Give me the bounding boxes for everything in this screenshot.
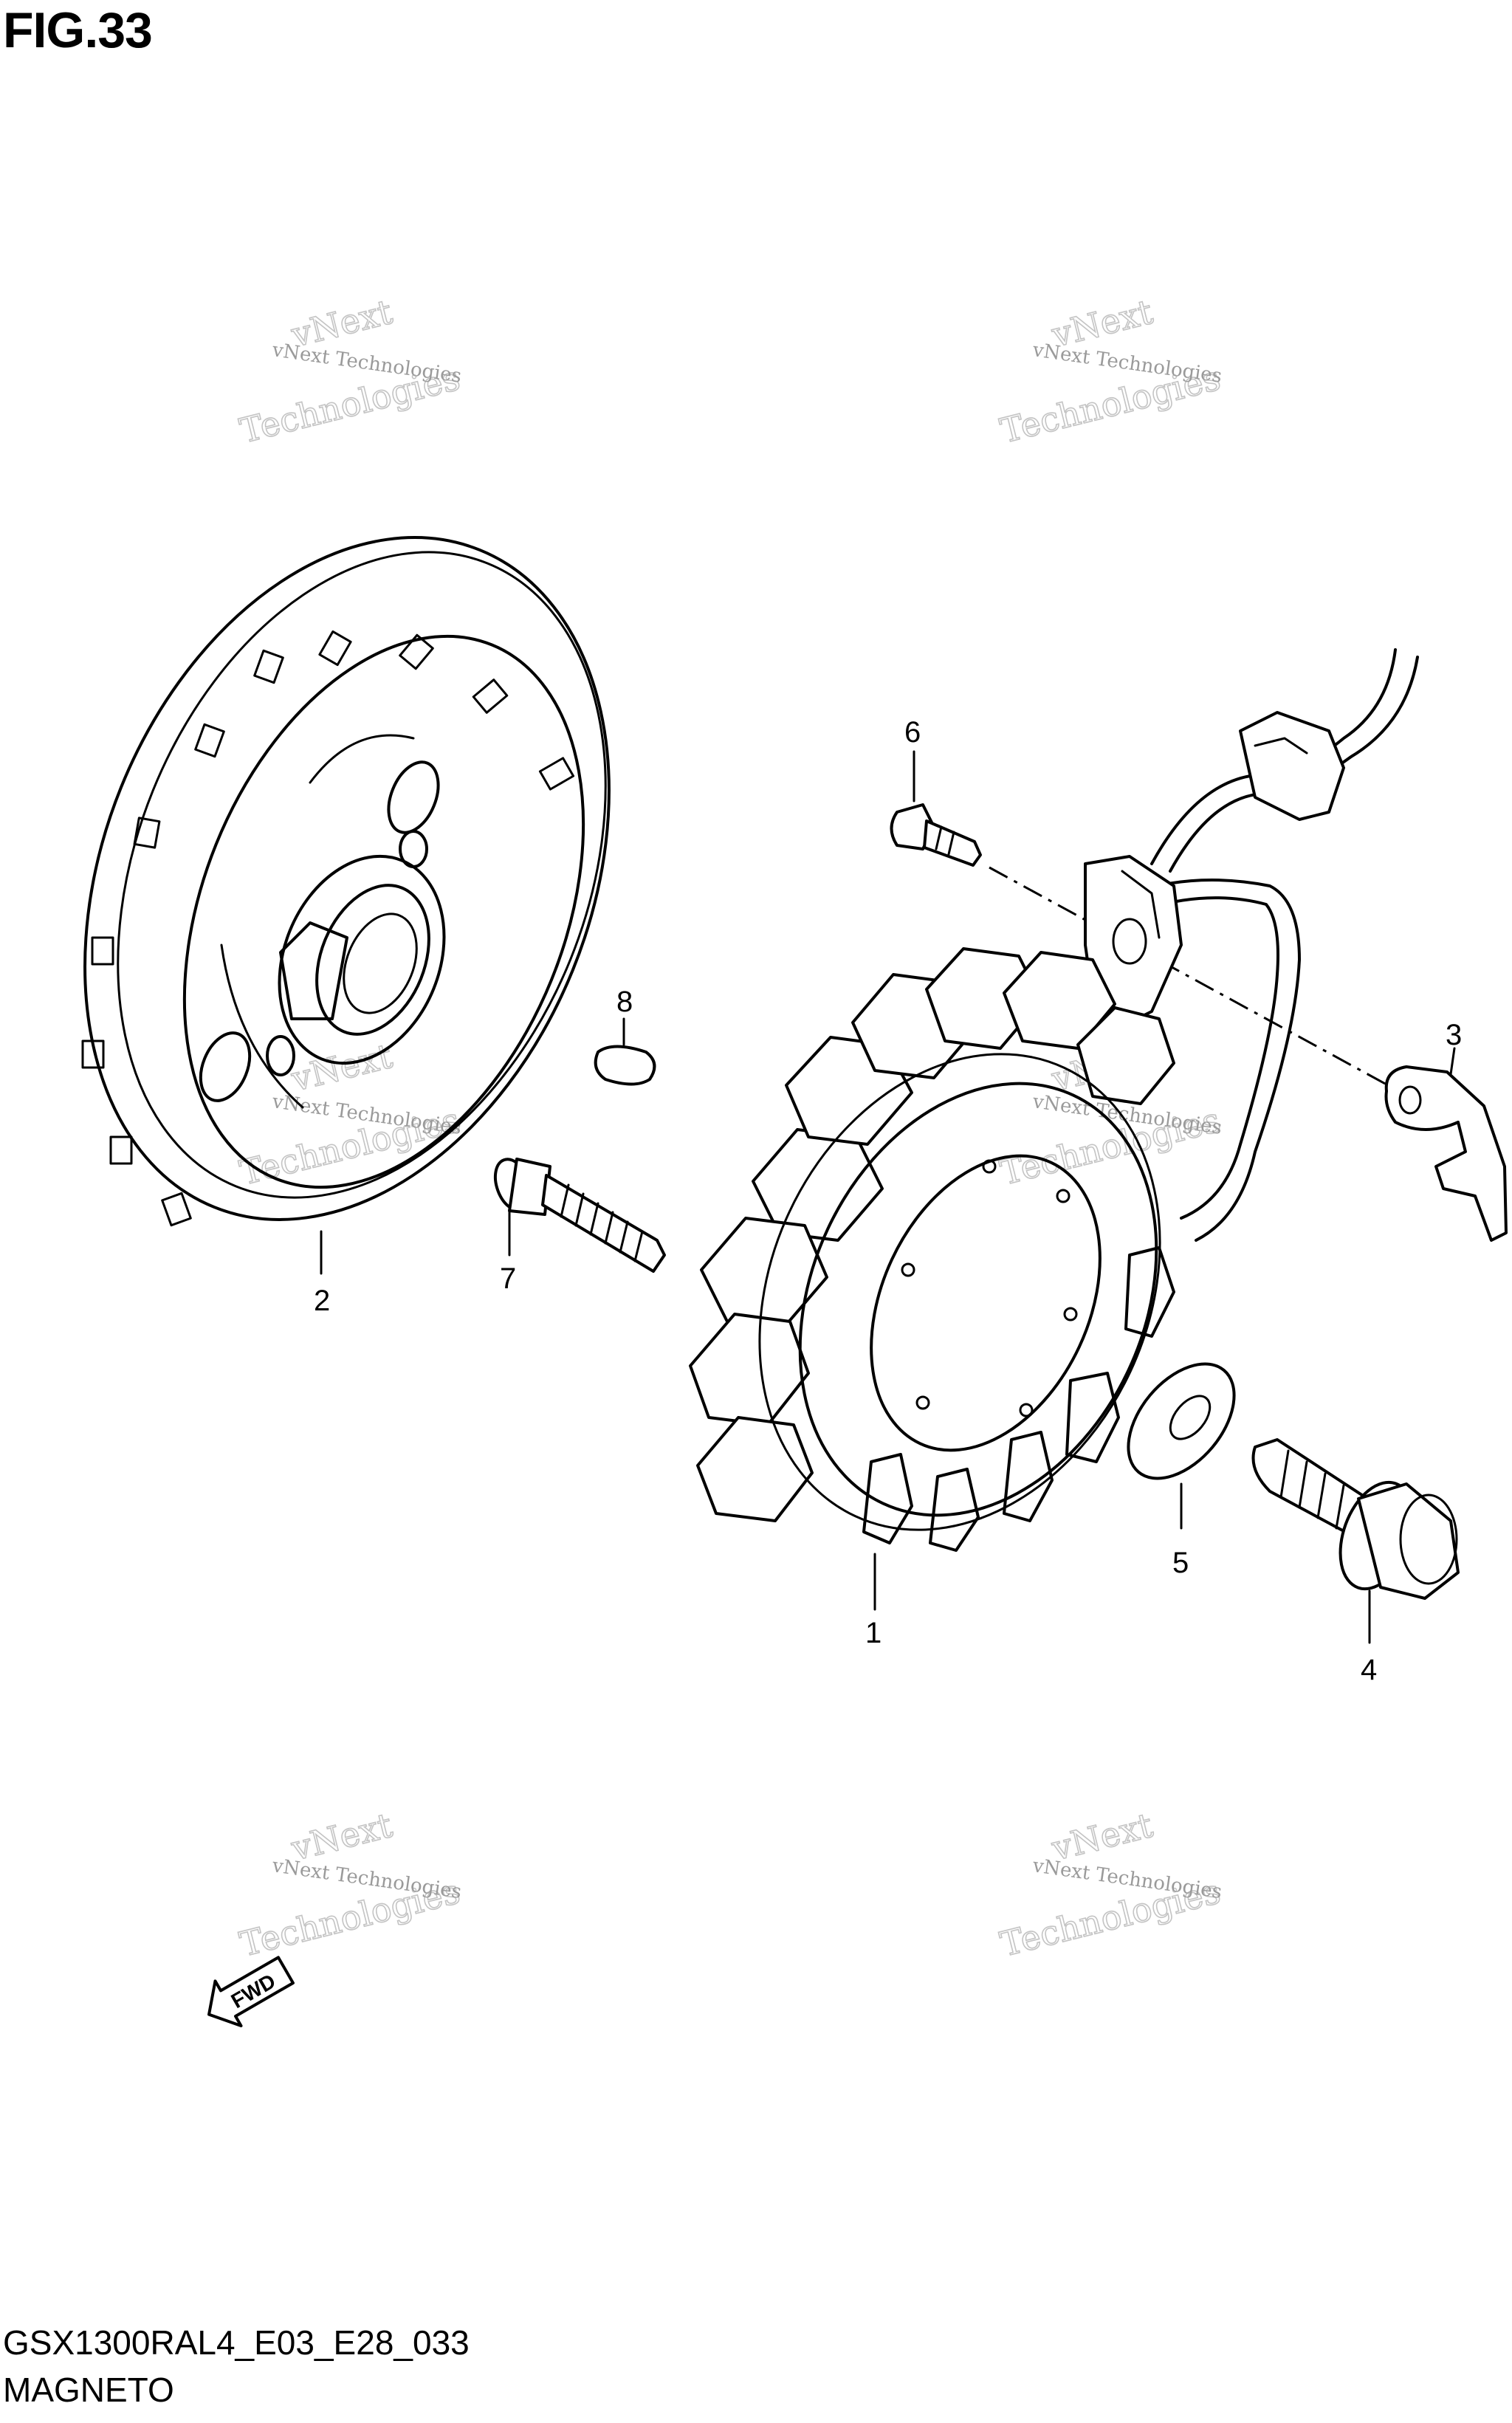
callout-3: 3 [1446, 1019, 1462, 1051]
callout-6: 6 [904, 716, 921, 749]
watermark-top-left: Technologies vNext vNext Technologies [236, 291, 464, 451]
clamp-part-3: 3 [1384, 1019, 1508, 1242]
callout-5: 5 [1172, 1547, 1189, 1579]
key-part-8: 8 [594, 986, 656, 1086]
callout-4: 4 [1361, 1654, 1377, 1686]
callout-2: 2 [314, 1285, 330, 1317]
bolt-part-7: 7 [493, 1158, 666, 1295]
callout-1: 1 [865, 1617, 882, 1649]
callout-7: 7 [500, 1262, 516, 1295]
watermark-bottom-left: Technologies vNext vNext Technologies [236, 1804, 464, 1965]
watermark-bottom-right: Technologies vNext vNext Technologies [996, 1804, 1225, 1965]
figure-title: FIG.33 [3, 2, 153, 58]
bolt-part-4: 4 [1251, 1438, 1460, 1686]
drawing-name: MAGNETO [3, 2371, 174, 2409]
watermark-top-right: Technologies vNext vNext Technologies [996, 291, 1225, 451]
washer-part-5: 5 [1127, 1362, 1236, 1579]
drawing-code: GSX1300RAL4_E03_E28_033 [3, 2323, 470, 2362]
rotor-part-2: 2 [81, 536, 611, 1317]
screw-part-6: 6 [890, 716, 1389, 1087]
callout-8: 8 [616, 986, 633, 1018]
watermark-mid-left: Technologies vNext vNext Technologies [236, 1035, 464, 1193]
stator-part-1: 1 [689, 648, 1419, 1649]
